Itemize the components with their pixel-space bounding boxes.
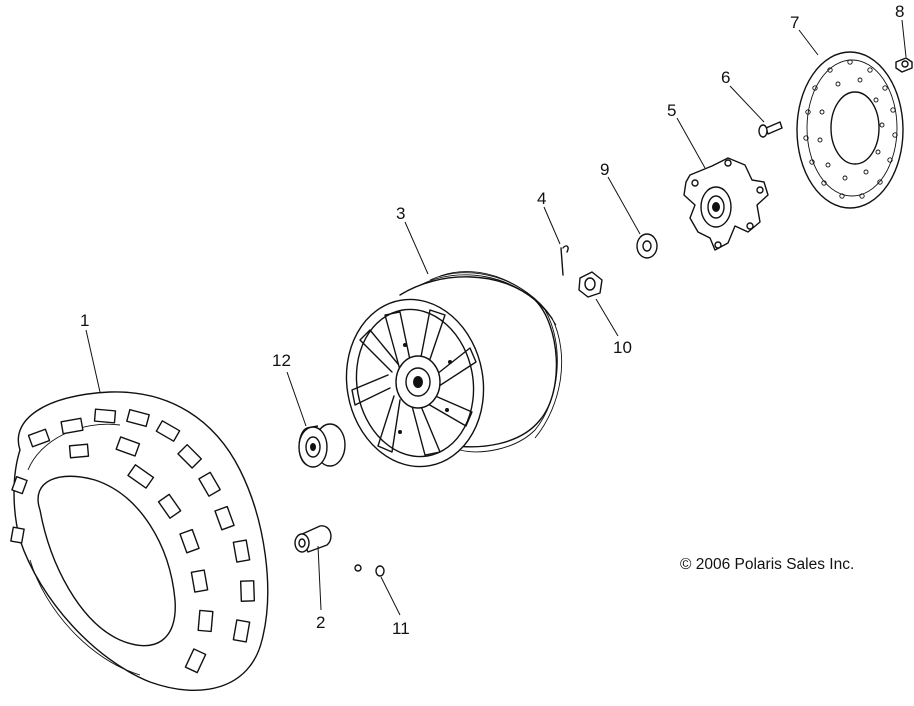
copyright-notice: © 2006 Polaris Sales Inc.: [680, 556, 854, 573]
callout-7: 7: [790, 13, 799, 32]
bolt-part-6: [758, 121, 783, 138]
washer-part-11: [354, 564, 385, 577]
callout-labels: 1 2 3 4 5 6 7 8 9 10 11 12: [80, 2, 904, 638]
callout-8: 8: [895, 2, 904, 21]
spacer-part-2: [294, 525, 332, 553]
callout-6: 6: [721, 68, 730, 87]
callout-9: 9: [600, 160, 609, 179]
callout-1: 1: [80, 311, 89, 330]
washer-part-9: [636, 233, 658, 259]
tire-tread-blocks: [10, 408, 256, 674]
callout-12: 12: [272, 351, 291, 370]
wheel-rim-part-3: [345, 271, 563, 468]
brake-disc-part-7: [796, 51, 904, 209]
screw-part-8: [895, 57, 913, 73]
callout-4: 4: [537, 189, 546, 208]
leader-lines: [85, 19, 907, 616]
brake-disc-holes: [803, 59, 898, 199]
wheel-spokes: [351, 309, 477, 456]
tire-part-1: [10, 391, 269, 692]
castle-nut-part-10: [578, 271, 603, 298]
callout-2: 2: [316, 613, 325, 632]
bearing-part-12: [298, 423, 346, 468]
callout-5: 5: [667, 101, 676, 120]
callout-11: 11: [392, 619, 410, 638]
callout-10: 10: [613, 338, 632, 357]
cotter-pin-part-4: [560, 245, 569, 276]
callout-3: 3: [396, 204, 405, 223]
hub-part-5: [683, 157, 769, 251]
